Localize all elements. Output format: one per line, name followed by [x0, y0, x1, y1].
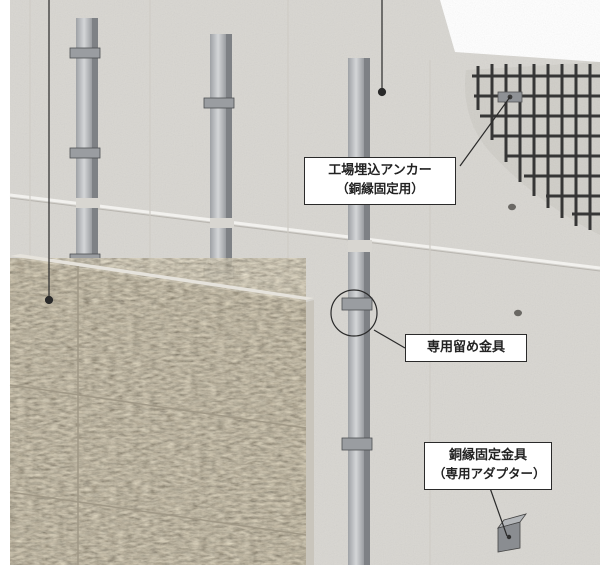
- adapter-bracket: [496, 513, 528, 553]
- label-factory-anchor-title: 工場埋込アンカー: [328, 163, 432, 178]
- anchor-hole: [508, 203, 522, 317]
- rebar-mesh: [472, 64, 600, 230]
- stone-finish-panels: [9, 254, 314, 565]
- label-furring-bracket-sub: （専用アダプター）: [433, 466, 546, 481]
- leader-lines: [44, 0, 511, 537]
- label-furring-bracket: 銅縁固定金具 （専用アダプター）: [424, 442, 552, 490]
- label-factory-anchor-sub: （銅縁固定用）: [336, 181, 424, 196]
- label-dedicated-clip: 専用留め金具: [405, 334, 527, 362]
- fastening-clips: [69, 47, 373, 451]
- clip-highlight-circle: [330, 289, 378, 337]
- label-dedicated-clip-title: 専用留め金具: [426, 340, 505, 355]
- label-factory-anchor: 工場埋込アンカー （銅縁固定用）: [304, 157, 456, 205]
- label-furring-bracket-title: 銅縁固定金具: [448, 448, 527, 463]
